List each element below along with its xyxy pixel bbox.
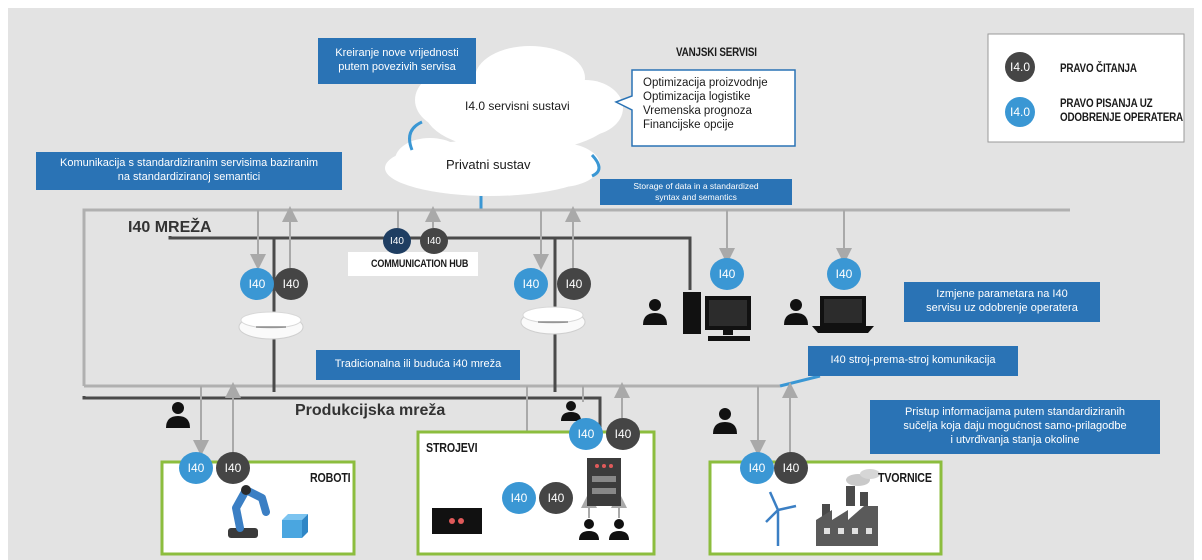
i40-network-line xyxy=(82,208,1070,386)
storage-note-line1: Storage of data in a standardized xyxy=(633,181,759,192)
operator-pc-icon xyxy=(643,299,667,325)
robots-i40-badge-write: I40 xyxy=(179,452,213,484)
factories-i40-badge-write: I40 xyxy=(740,452,774,484)
traditional-network-note: Tradicionalna ili buduća i40 mreža xyxy=(316,350,520,380)
storage-note-line2: syntax and semantics xyxy=(655,192,737,202)
legend-read-label: PRAVO ČITANJA xyxy=(1060,61,1137,75)
control-panel-device-icon xyxy=(432,508,482,534)
cloud-upper-label: I4.0 servisni sustavi xyxy=(465,99,570,113)
cloud-lower-label: Privatni sustav xyxy=(446,157,531,172)
cloud-shape xyxy=(385,46,623,196)
robots-label: ROBOTI xyxy=(310,470,351,485)
legend-read-badge: I4.0 xyxy=(1005,52,1035,82)
hub-i40-badge-write: I40 xyxy=(383,228,411,254)
router-1-icon xyxy=(238,311,304,340)
services-bubble xyxy=(614,69,796,147)
person-robots-icon xyxy=(166,402,190,428)
m2m-link xyxy=(779,374,821,388)
parameter-change-line2: servisu uz odobrenje operatera xyxy=(926,302,1078,314)
operator-laptop-icon xyxy=(784,299,808,325)
wind-turbine-icon xyxy=(765,491,797,546)
person-factory-icon xyxy=(713,408,737,434)
legend-write-label-line1: PRAVO PISANJA UZ xyxy=(1060,96,1153,110)
communication-hub-box xyxy=(348,252,478,276)
external-service-1: Optimizacija proizvodnje xyxy=(643,77,768,89)
factories-label: TVORNICE xyxy=(878,470,932,485)
machines-i40-badge-write: I40 xyxy=(502,482,536,514)
factories-i40-badge-read: I40 xyxy=(774,452,808,484)
external-service-2: Optimizacija logistike xyxy=(643,91,751,103)
laptop-icon xyxy=(812,296,874,333)
hub-i40-badge-read: I40 xyxy=(420,228,448,254)
machines-i40-badge-read-top: I40 xyxy=(606,418,640,450)
machines-i40-badge-write-top: I40 xyxy=(569,418,603,450)
external-services-title: VANJSKI SERVISI xyxy=(676,45,757,59)
router1-i40-badge-write: I40 xyxy=(240,268,274,300)
robots-i40-badge-read: I40 xyxy=(216,452,250,484)
router2-i40-badge-write: I40 xyxy=(514,268,548,300)
factory-icon xyxy=(816,469,880,546)
parameter-change-line1: Izmjene parametara na I40 xyxy=(936,288,1068,301)
access-info-note: Pristup informacijama putem standardizir… xyxy=(870,400,1160,454)
machines-label: STROJEVI xyxy=(426,440,478,455)
communication-note: Komunikacija s standardiziranim servisim… xyxy=(36,152,342,190)
value-creation-line1: Kreiranje nove vrijednosti xyxy=(335,47,459,60)
communication-note-line1: Komunikacija s standardiziranim servisim… xyxy=(60,157,318,170)
machine-cabinet-icon xyxy=(587,458,621,506)
worker-2-icon xyxy=(609,519,629,540)
external-service-3: Vremenska prognoza xyxy=(643,105,752,117)
access-info-line3: i utvrđivanja stanja okoline xyxy=(950,433,1080,446)
value-creation-note: Kreiranje nove vrijednosti putem poveziv… xyxy=(318,38,476,84)
communication-note-line2: na standardiziranoj semantici xyxy=(117,171,261,183)
production-network-label: Produkcijska mreža xyxy=(295,402,446,419)
m2m-note: I40 stroj-prema-stroj komunikacija xyxy=(808,346,1018,376)
legend-write-badge: I4.0 xyxy=(1005,97,1035,127)
parameter-change-note: Izmjene parametara na I40 servisu uz odo… xyxy=(904,282,1100,322)
router2-i40-badge-read: I40 xyxy=(557,268,591,300)
access-info-line2: sučelja koja daju mogućnost samo-prilago… xyxy=(903,420,1127,433)
i40-network-label: I40 MREŽA xyxy=(128,219,212,236)
external-service-4: Financijske opcije xyxy=(643,119,734,131)
value-creation-line2: putem povezivih servisa xyxy=(338,61,456,73)
cloud-arrow-right xyxy=(590,153,601,178)
laptop-i40-badge: I40 xyxy=(827,258,861,290)
router-2-icon xyxy=(520,306,586,335)
legend-write-label-line2: ODOBRENJE OPERATERA xyxy=(1060,110,1183,124)
desktop-computer-icon xyxy=(683,292,751,341)
robot-arm-icon xyxy=(228,485,308,538)
router1-i40-badge-read: I40 xyxy=(274,268,308,300)
machines-i40-badge-read: I40 xyxy=(539,482,573,514)
person-machines-icon xyxy=(561,401,581,421)
storage-note: Storage of data in a standardized syntax… xyxy=(600,179,792,205)
worker-1-icon xyxy=(579,519,599,540)
pc-i40-badge: I40 xyxy=(710,258,744,290)
communication-hub-label: COMMUNICATION HUB xyxy=(371,258,469,270)
access-info-line1: Pristup informacijama putem standardizir… xyxy=(904,406,1126,419)
cloud-arrow-left xyxy=(408,120,423,151)
